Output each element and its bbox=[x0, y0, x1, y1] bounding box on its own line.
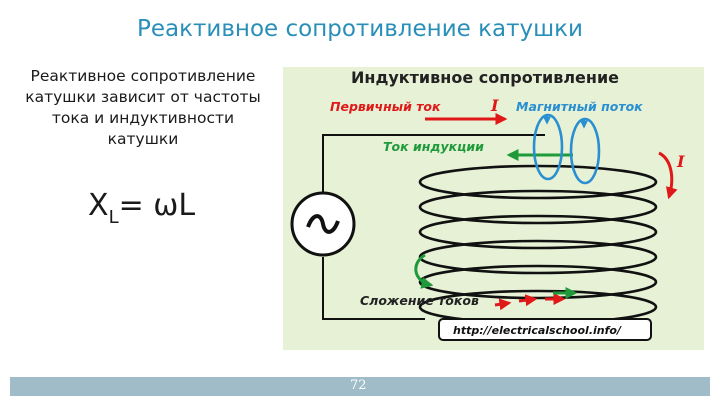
induced-current-label: Ток индукции bbox=[383, 139, 484, 154]
circuit-wire bbox=[322, 134, 545, 192]
slide-title: Реактивное сопротивление катушки bbox=[137, 16, 583, 42]
coil bbox=[418, 164, 658, 325]
circuit-wire-bottom bbox=[322, 257, 425, 320]
figure-background bbox=[283, 67, 704, 350]
induced-arrow-lower-left bbox=[414, 253, 434, 289]
right-current-arrow bbox=[658, 151, 678, 200]
inductive-reactance-figure: Индуктивное сопротивление Первичный ток … bbox=[283, 67, 704, 350]
ac-source-icon bbox=[290, 191, 356, 257]
footer-bar bbox=[10, 377, 710, 396]
figure-title: Индуктивное сопротивление bbox=[351, 68, 619, 87]
formula-rest: = ωL bbox=[118, 188, 196, 223]
current-symbol-right: I bbox=[676, 152, 685, 171]
current-symbol-top: I bbox=[490, 96, 499, 115]
current-sum-label: Сложение токов bbox=[360, 293, 479, 308]
source-url: http://electricalschool.info/ bbox=[453, 324, 622, 337]
primary-current-label: Первичный ток bbox=[330, 99, 441, 114]
current-sum-arrow-2 bbox=[518, 294, 538, 307]
reactance-formula: XL= ωL bbox=[88, 188, 196, 228]
slide-body-text: Реактивное сопротивление катушки зависит… bbox=[25, 67, 261, 148]
magnetic-flux-label: Магнитный поток bbox=[516, 99, 643, 114]
formula-subscript: L bbox=[108, 207, 119, 228]
page-number: 72 bbox=[350, 378, 367, 393]
formula-main: X bbox=[88, 188, 109, 223]
url-banner bbox=[438, 318, 652, 341]
current-sum-arrow-1 bbox=[494, 298, 512, 311]
